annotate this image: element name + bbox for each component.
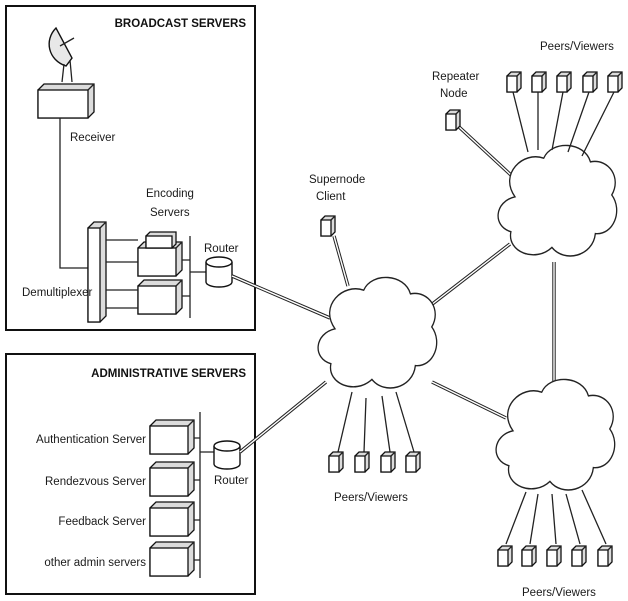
demultiplexer [87, 221, 107, 323]
peer-node-icon [607, 71, 623, 93]
satellite-dish-icon [48, 26, 75, 83]
administrative-servers-panel: ADMINISTRATIVE SERVERS Authentication Se… [5, 353, 256, 595]
receiver-link [59, 118, 90, 269]
peer-node-icon [497, 545, 513, 567]
peer-node-icon [582, 71, 598, 93]
admin-server-label-other: other admin servers [44, 557, 146, 569]
repeater-node: Repeater Node [432, 71, 479, 131]
server-icon [149, 461, 195, 497]
peer-node-icon [531, 71, 547, 93]
peers-bottom-group: Peers/Viewers [497, 489, 613, 599]
admin-server-label-feedback: Feedback Server [58, 516, 146, 528]
repeater-label-2: Node [440, 88, 468, 100]
router-icon [205, 256, 233, 288]
peer-node-icon [546, 545, 562, 567]
peers-top-label: Peers/Viewers [540, 41, 614, 53]
admin-router-label: Router [214, 475, 249, 487]
peers-bottom-label: Peers/Viewers [522, 587, 596, 599]
supernode-label-1: Supernode [309, 174, 365, 186]
peer-node-icon [556, 71, 572, 93]
peers-center-label: Peers/Viewers [334, 492, 408, 504]
encoding-server-top [145, 231, 177, 249]
admin-server-label-auth: Authentication Server [36, 434, 146, 446]
peer-node-icon [571, 545, 587, 567]
supernode-client: Supernode Client [309, 174, 365, 237]
cloud-icon [317, 276, 438, 389]
receiver-box [37, 83, 95, 119]
admin-title: ADMINISTRATIVE SERVERS [91, 368, 246, 380]
server-icon [149, 501, 195, 537]
router-icon [213, 440, 241, 470]
cloud-icon [495, 378, 616, 491]
peer-node-icon [521, 545, 537, 567]
broadcast-servers-panel: BROADCAST SERVERS Receiver Demultiplexer… [5, 5, 256, 331]
receiver-label: Receiver [70, 132, 116, 144]
encoding-server [137, 279, 183, 315]
broadcast-title: BROADCAST SERVERS [115, 18, 247, 30]
peers-center-group: Peers/Viewers [328, 391, 421, 504]
peer-node-icon [445, 109, 461, 131]
peer-node-icon [354, 451, 370, 473]
server-icon [149, 541, 195, 577]
peer-node-icon [405, 451, 421, 473]
peer-node-icon [380, 451, 396, 473]
backbone-links [231, 124, 556, 454]
peer-node-icon [328, 451, 344, 473]
peer-node-icon [597, 545, 613, 567]
peer-node-icon [320, 215, 336, 237]
broadcast-router-label: Router [204, 243, 239, 255]
admin-server-label-rendezvous: Rendezvous Server [45, 476, 146, 488]
cloud-icon [497, 144, 618, 257]
repeater-label-1: Repeater [432, 71, 479, 83]
supernode-label-2: Client [316, 191, 346, 203]
server-icon [149, 419, 195, 455]
encoding-label-2: Servers [150, 207, 190, 219]
peer-node-icon [506, 71, 522, 93]
encoding-label-1: Encoding [146, 188, 194, 200]
demux-label: Demultiplexer [22, 287, 92, 299]
peers-top-group: Peers/Viewers [506, 41, 623, 157]
